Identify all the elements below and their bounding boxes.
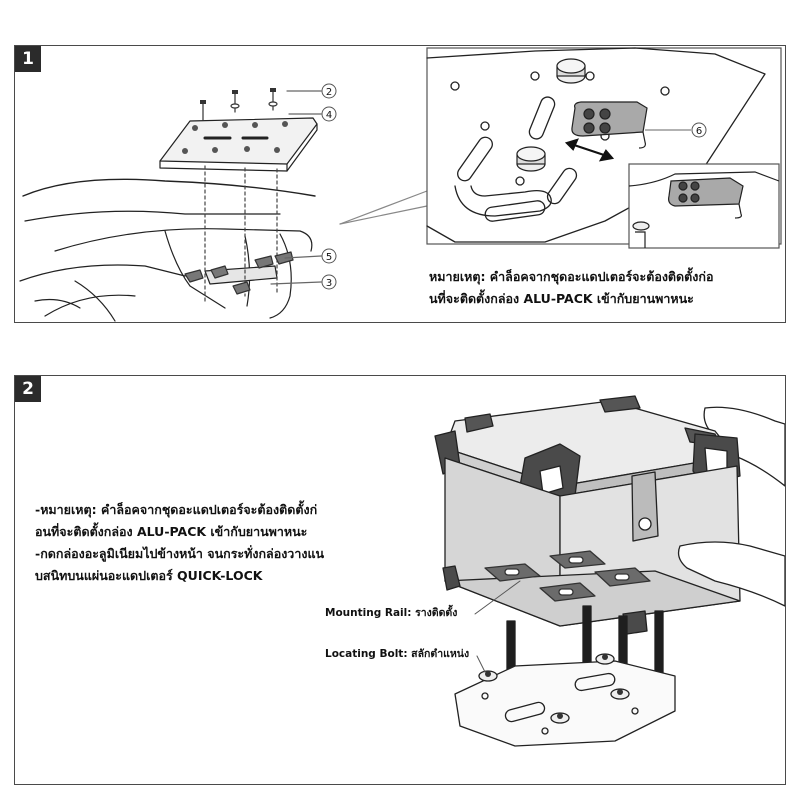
callout-6: 6	[696, 126, 702, 137]
note-line: บสนิทบนแผ่นอะแดปเตอร์ QUICK-LOCK	[35, 568, 263, 583]
note-line: หมายเหตุ: คำล็อคจากชุดอะแดปเตอร์จะต้องติ…	[429, 269, 714, 284]
step-1-panel: 1	[14, 45, 786, 323]
mounting-rail-label: Mounting Rail: รางติดตั้ง	[325, 607, 458, 619]
detail-inset: 6	[426, 47, 782, 249]
step-1-illustration: 2 4 5 3	[19, 47, 782, 322]
step-2-panel: 2	[14, 375, 786, 785]
note-line: อนที่จะติดตั้งกล่อง ALU-PACK เข้ากับยานพ…	[35, 524, 308, 539]
note-line: -หมายเหตุ: คำล็อคจากชุดอะแดปเตอร์จะต้องต…	[35, 502, 318, 517]
callout-5: 5	[326, 252, 332, 263]
callout-2: 2	[326, 87, 332, 98]
step-2-note: -หมายเหตุ: คำล็อคจากชุดอะแดปเตอร์จะต้องต…	[35, 499, 324, 587]
step-1-note: หมายเหตุ: คำล็อคจากชุดอะแดปเตอร์จะต้องติ…	[429, 266, 713, 310]
callout-4: 4	[326, 110, 332, 121]
note-line: นที่จะติดตั้งกล่อง ALU-PACK เข้ากับยานพา…	[429, 291, 694, 306]
note-line: -กดกล่องอะลูมิเนียมไปข้างหน้า จนกระทั่งก…	[35, 546, 325, 561]
step-1-number: 1	[15, 46, 41, 72]
step-2-number: 2	[15, 376, 41, 402]
callout-3: 3	[326, 278, 332, 289]
step-2-illustration	[434, 395, 785, 747]
locating-bolt-label: Locating Bolt: สลักตำแหน่ง	[325, 648, 470, 660]
